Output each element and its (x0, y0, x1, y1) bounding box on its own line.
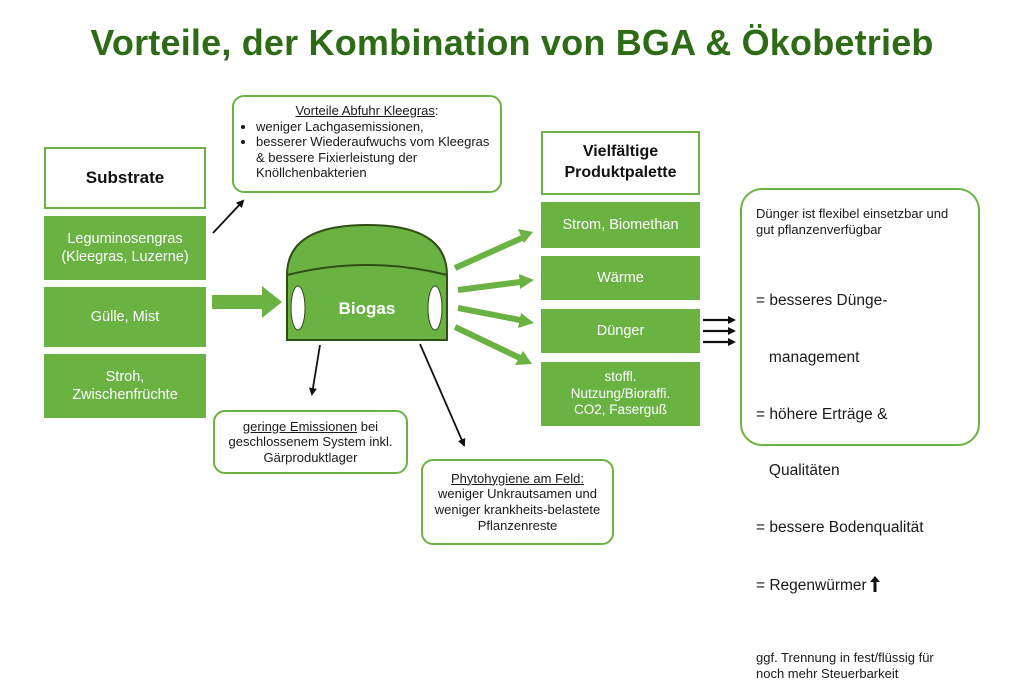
duenger-note-footer: ggf. Trennung in fest/flüssig für noch m… (756, 649, 934, 681)
product-item-stoffl-nutzung: stoffl. Nutzung/Bioraffi. CO2, Faserguß (541, 362, 700, 426)
product-item-waerme: Wärme (541, 256, 700, 300)
benefit-line: = besseres Dünge- (756, 292, 888, 310)
emissions-note-text: bei geschlossenem System inkl. Gärproduk… (228, 418, 393, 465)
kleegras-note-bullet: weniger Lachgasemissionen, (256, 119, 492, 135)
substrate-header: Substrate (44, 147, 206, 209)
kleegras-note-bullets: weniger Lachgasemissionen, besserer Wied… (242, 119, 492, 181)
arrow-to-emissions-note (309, 344, 321, 396)
hygiene-note-text: weniger Unkrautsamen und weniger krankhe… (434, 486, 601, 533)
duenger-note-benefits: = besseres Dünge- management = höhere Er… (756, 255, 964, 634)
kleegras-note: Vorteile Abfuhr Kleegras: weniger Lachga… (232, 95, 502, 193)
substrate-to-biogas-arrow (212, 286, 282, 318)
duenger-note: Dünger ist flexibel einsetzbar und gut p… (740, 188, 980, 681)
emissions-note: geringe Emissionen bei geschlossenem Sys… (213, 410, 408, 474)
kleegras-note-bullet: besserer Wiederaufwuchs vom Kleegras & b… (256, 134, 492, 181)
arrows-layer (212, 199, 736, 447)
duenger-to-note-arrows (703, 316, 736, 346)
emissions-note-title: geringe Emissionen (242, 418, 358, 434)
page-title: Vorteile, der Kombination von BGA & Ökob… (90, 22, 934, 63)
benefit-line: = höhere Erträge & (756, 405, 888, 423)
biogas-label: Biogas (338, 299, 396, 318)
hygiene-note-title: Phytohygiene am Feld: (451, 470, 584, 486)
arrow-up-icon (869, 575, 880, 592)
arrow-to-kleegras-note (212, 199, 245, 234)
benefit-line-regenwuermer: = Regenwürmer (756, 575, 964, 596)
biogas-to-products-arrows (453, 229, 534, 365)
benefit-line: Qualitäten (756, 462, 840, 480)
benefit-line: management (756, 349, 860, 367)
products-header: Vielfältige Produktpalette (541, 131, 700, 195)
duenger-note-intro: Dünger ist flexibel einsetzbar und gut p… (756, 206, 949, 238)
arrow-to-hygiene-note (419, 343, 466, 447)
hygiene-note: Phytohygiene am Feld: weniger Unkrautsam… (421, 459, 614, 545)
product-item-strom: Strom, Biomethan (541, 202, 700, 248)
product-item-duenger: Dünger (541, 309, 700, 353)
substrate-item-stroh: Stroh, Zwischenfrüchte (44, 354, 206, 418)
substrate-item-leguminosengras: Leguminosengras (Kleegras, Luzerne) (44, 216, 206, 280)
benefit-line: = bessere Bodenqualität (756, 519, 924, 537)
kleegras-note-title: Vorteile Abfuhr Kleegras (295, 103, 435, 118)
substrate-item-guelle: Gülle, Mist (44, 287, 206, 347)
biogas-digester (286, 223, 448, 341)
